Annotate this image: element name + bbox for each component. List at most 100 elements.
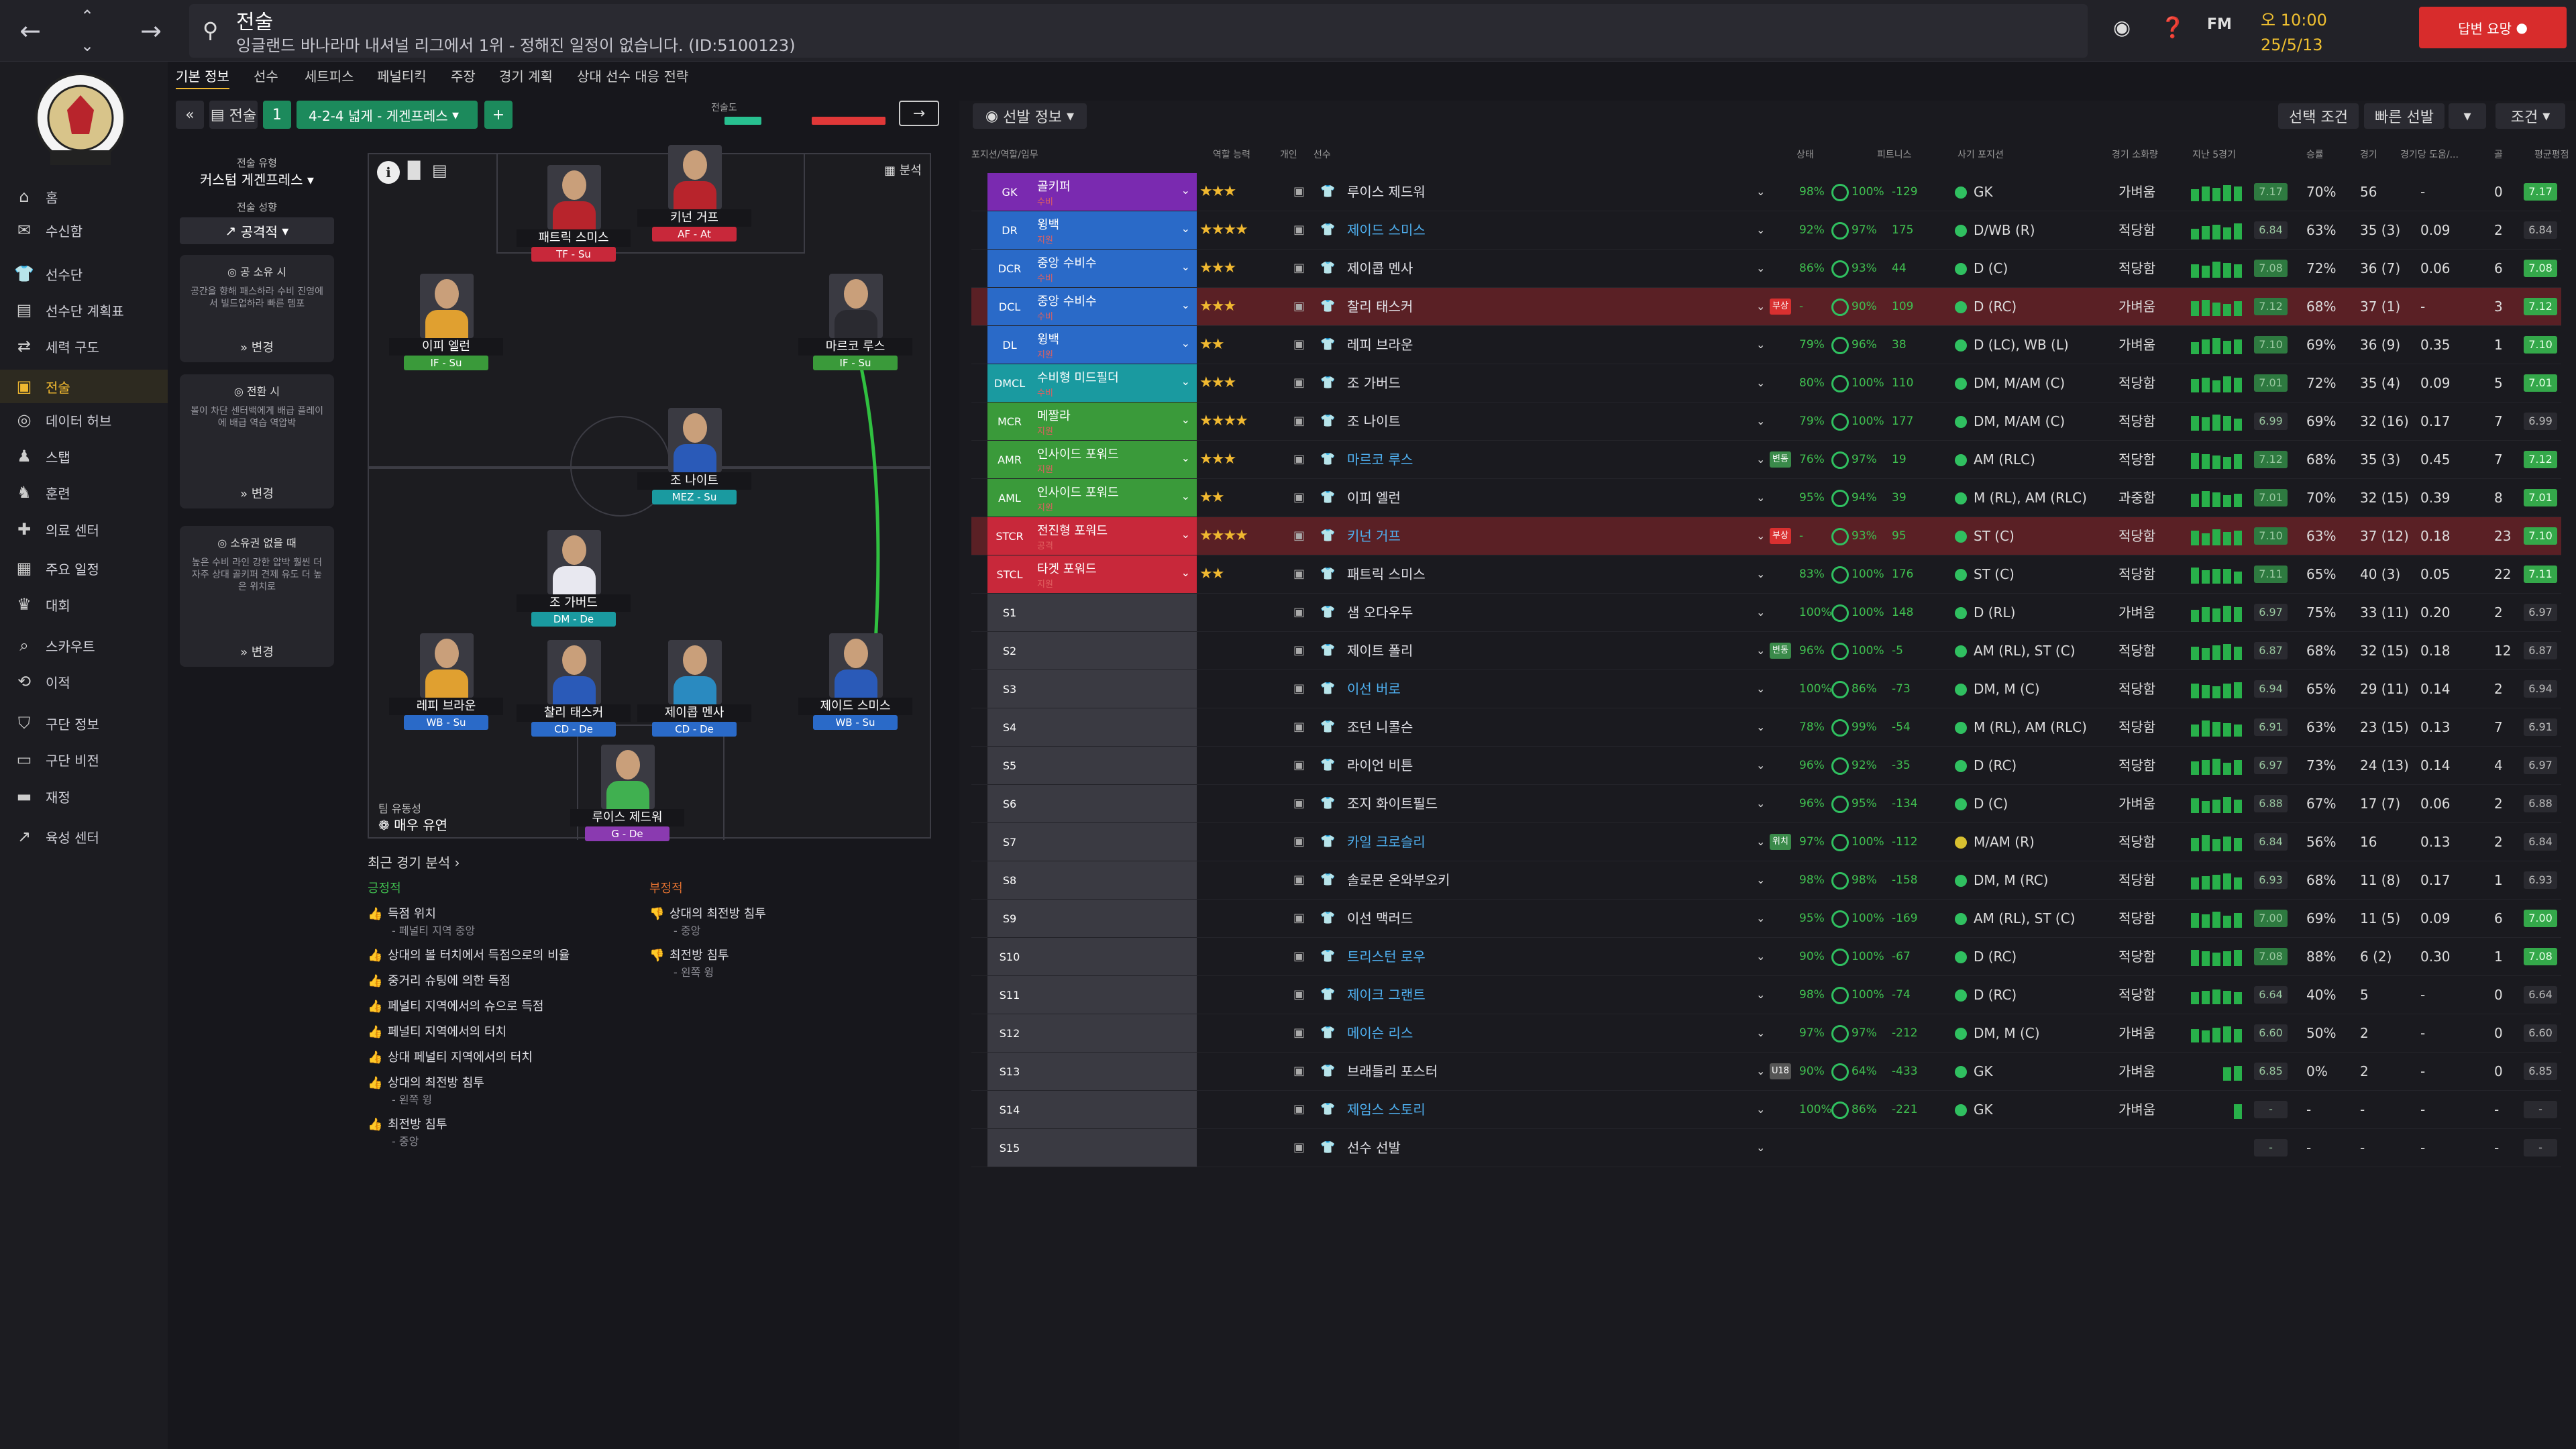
chevron-down-icon[interactable]: ⌄ [1756, 529, 1766, 542]
chevron-down-icon[interactable]: ⌄ [1756, 835, 1766, 848]
instructions-icon[interactable]: ▣ [1293, 490, 1305, 504]
instructions-icon[interactable]: ▣ [1293, 911, 1305, 925]
tactic-notes-button[interactable]: → [899, 101, 939, 126]
player-name[interactable]: 제이크 그랜트 [1347, 987, 1426, 1003]
collapse-left-icon[interactable]: « [176, 101, 204, 129]
position-slot[interactable]: DCR [987, 250, 1032, 287]
sidebar-item-tactics[interactable]: ▣전술 [0, 370, 168, 403]
instructions-icon[interactable]: ▣ [1293, 796, 1305, 810]
player-name[interactable]: 제이트 폴리 [1347, 643, 1413, 659]
sidebar-item-club-vision[interactable]: ▭구단 비전 [0, 743, 168, 776]
tactic-slot-number[interactable]: 1 [263, 101, 291, 129]
position-slot[interactable]: STCR [987, 517, 1032, 555]
position-slot[interactable]: S14 [987, 1091, 1032, 1128]
position-slot[interactable]: AMR [987, 441, 1032, 478]
pitch-player-role[interactable]: CD - De [652, 722, 737, 737]
column-header[interactable]: 역할 능력 [1213, 150, 1250, 160]
instructions-icon[interactable]: ▣ [1293, 299, 1305, 313]
position-slot[interactable]: S11 [987, 976, 1032, 1014]
chevron-down-icon[interactable]: ⌄ [1756, 300, 1766, 313]
formation-select[interactable]: 4-2-4 넓게 - 게겐프레스 ▾ [297, 101, 478, 129]
player-name[interactable]: 이피 엘런 [1347, 490, 1401, 506]
phase-change-button[interactable]: » 변경 [180, 643, 334, 660]
column-header[interactable]: 골 [2494, 150, 2503, 160]
subtab-2[interactable]: 세트피스 [305, 68, 354, 85]
sidebar-item-development[interactable]: ↗육성 센터 [0, 820, 168, 853]
column-header[interactable]: 평균평점 [2534, 150, 2569, 160]
sidebar-item-competition[interactable]: ♛대회 [0, 588, 168, 621]
player-name[interactable]: 레피 브라운 [1347, 337, 1413, 353]
phase-change-button[interactable]: » 변경 [180, 484, 334, 502]
instructions-icon[interactable]: ▣ [1293, 987, 1305, 1002]
column-header[interactable]: 개인 [1280, 150, 1297, 160]
sidebar-item-finance[interactable]: ▬재정 [0, 780, 168, 813]
chevron-down-icon[interactable]: ⌄ [1756, 873, 1766, 886]
chevron-down-icon[interactable]: ⌄ [1756, 759, 1766, 771]
chevron-down-icon[interactable]: ⌄ [1756, 568, 1766, 580]
player-name[interactable]: 루이스 제드워 [1347, 184, 1426, 200]
instructions-icon[interactable]: ▣ [1293, 376, 1305, 390]
position-slot[interactable]: DL [987, 326, 1032, 364]
pitch-player-role[interactable]: CD - De [531, 722, 616, 737]
instructions-icon[interactable]: ▣ [1293, 184, 1305, 199]
chevron-down-icon[interactable]: ⌄ [1756, 912, 1766, 924]
position-slot[interactable]: S6 [987, 785, 1032, 822]
position-slot[interactable]: DMCL [987, 364, 1032, 402]
instructions-icon[interactable]: ▣ [1293, 452, 1305, 466]
chevron-down-icon[interactable]: ⌄ [80, 36, 95, 55]
chevron-down-icon[interactable]: ⌄ [1756, 415, 1766, 427]
sidebar-item-squad[interactable]: 👕선수단 [0, 257, 168, 290]
position-slot[interactable]: STCL [987, 555, 1032, 593]
world-icon[interactable]: ◉ [2113, 16, 2131, 40]
position-slot[interactable]: S3 [987, 670, 1032, 708]
position-slot[interactable]: S13 [987, 1053, 1032, 1090]
position-slot[interactable]: GK [987, 173, 1032, 211]
position-slot[interactable]: DR [987, 211, 1032, 249]
fm-menu-button[interactable]: FM [2207, 16, 2232, 33]
position-slot[interactable]: S15 [987, 1129, 1032, 1167]
chevron-down-icon[interactable]: ⌄ [1756, 950, 1766, 963]
position-slot[interactable]: S4 [987, 708, 1032, 746]
column-header[interactable]: 승률 [2306, 150, 2324, 160]
style-value[interactable]: 커스텀 게겐프레스 ▾ [200, 172, 314, 188]
subtab-3[interactable]: 페널티킥 [377, 68, 427, 85]
column-header[interactable]: 지난 5경기 [2192, 150, 2236, 160]
column-header[interactable]: 피트니스 [1877, 150, 1912, 160]
instructions-icon[interactable]: ▣ [1293, 1064, 1305, 1078]
selection-info-button[interactable]: ◉ 선발 정보 ▾ [973, 103, 1087, 129]
player-name[interactable]: 제이콥 멘사 [1347, 260, 1413, 276]
instructions-icon[interactable]: ▣ [1293, 1026, 1305, 1040]
clipboard-icon[interactable]: ▤ [432, 161, 447, 180]
subtab-1[interactable]: 선수 [254, 68, 278, 85]
add-tactic-button[interactable]: + [484, 101, 513, 129]
condition-button[interactable]: 조건 ▾ [2496, 103, 2565, 129]
chevron-down-icon[interactable]: ⌄ [1756, 223, 1766, 236]
